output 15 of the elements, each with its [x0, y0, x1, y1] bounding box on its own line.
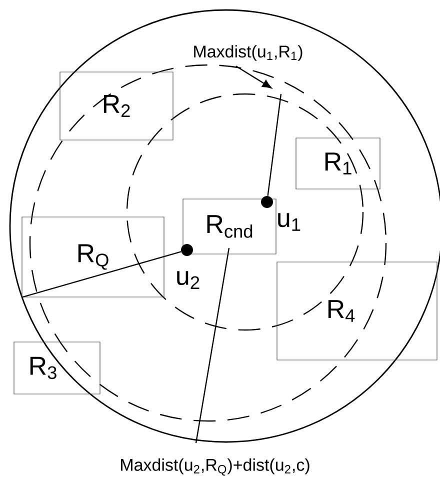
region-box: R$_{Q}$ [22, 216, 164, 298]
distance-label: Maxdist(u$_{2}$,R$_{Q}$)+dist(u$_{2}$,c) [121, 458, 310, 476]
region-box: R$_{3}$ [14, 342, 100, 394]
region-box: R$_{2}$ [60, 72, 174, 140]
region-box: R$_{cnd}$ [182, 198, 276, 254]
point-label: u$_{2}$ [177, 271, 200, 289]
region-box: R$_{1}$ [296, 138, 380, 190]
distance-line [22, 251, 182, 298]
point-label: u$_{1}$ [278, 213, 300, 231]
point-dot [261, 196, 273, 208]
distance-label: Maxdist(u$_{1}$,R$_{1}$) [194, 45, 302, 61]
point-dot [181, 244, 193, 256]
leader-arrow [236, 66, 272, 88]
distance-line [267, 94, 282, 196]
region-box: R$_{4}$ [276, 262, 438, 360]
